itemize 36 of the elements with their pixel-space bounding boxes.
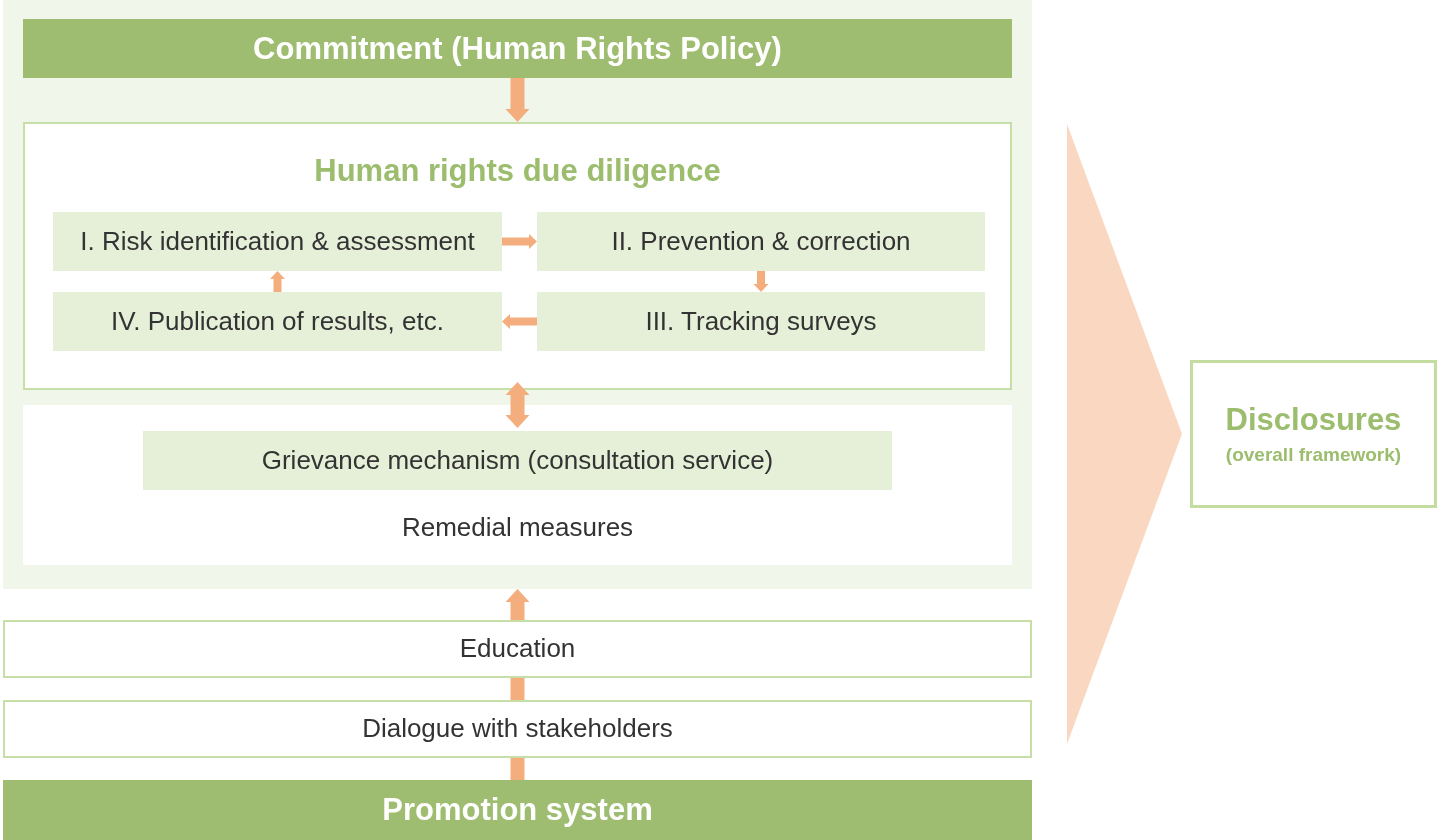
bar-title: Promotion system <box>382 791 653 829</box>
box-heading: Disclosures <box>1225 401 1402 439</box>
step-box <box>53 292 502 351</box>
double-arrow <box>505 382 530 428</box>
step-box <box>537 212 985 271</box>
step-label: IV. Publication of results, etc. <box>111 305 444 338</box>
arrow <box>270 271 285 292</box>
bar-title: Commitment (Human Rights Policy) <box>253 29 782 68</box>
header-bar <box>3 780 1032 840</box>
content-panel <box>23 405 1012 565</box>
arrow <box>505 78 530 122</box>
connector-bar <box>510 678 525 700</box>
outlined-band <box>3 700 1032 758</box>
panel-heading: Human rights due diligence <box>314 152 721 190</box>
connector-bar <box>510 758 525 780</box>
header-bar <box>23 19 1012 78</box>
chevron-arrow <box>1067 124 1182 744</box>
arrow <box>505 589 530 620</box>
arrow <box>753 271 769 292</box>
step-label: Grievance mechanism (consultation service) <box>261 444 774 477</box>
arrow <box>502 314 537 329</box>
step-box <box>143 431 892 490</box>
step-box <box>53 212 502 271</box>
outlined-box <box>1190 360 1437 508</box>
step-label: I. Risk identification & assessment <box>80 225 475 258</box>
background-panel <box>3 0 1032 589</box>
band-label: Education <box>459 633 576 665</box>
panel-label: Remedial measures <box>401 511 634 543</box>
step-label: II. Prevention & correction <box>611 225 911 258</box>
step-box <box>537 292 985 351</box>
step-label: III. Tracking surveys <box>645 305 877 338</box>
box-subheading: (overall framework) <box>1225 444 1402 467</box>
outlined-panel <box>23 122 1012 390</box>
outlined-band <box>3 620 1032 678</box>
arrow <box>502 234 537 249</box>
band-label: Dialogue with stakeholders <box>362 713 673 745</box>
